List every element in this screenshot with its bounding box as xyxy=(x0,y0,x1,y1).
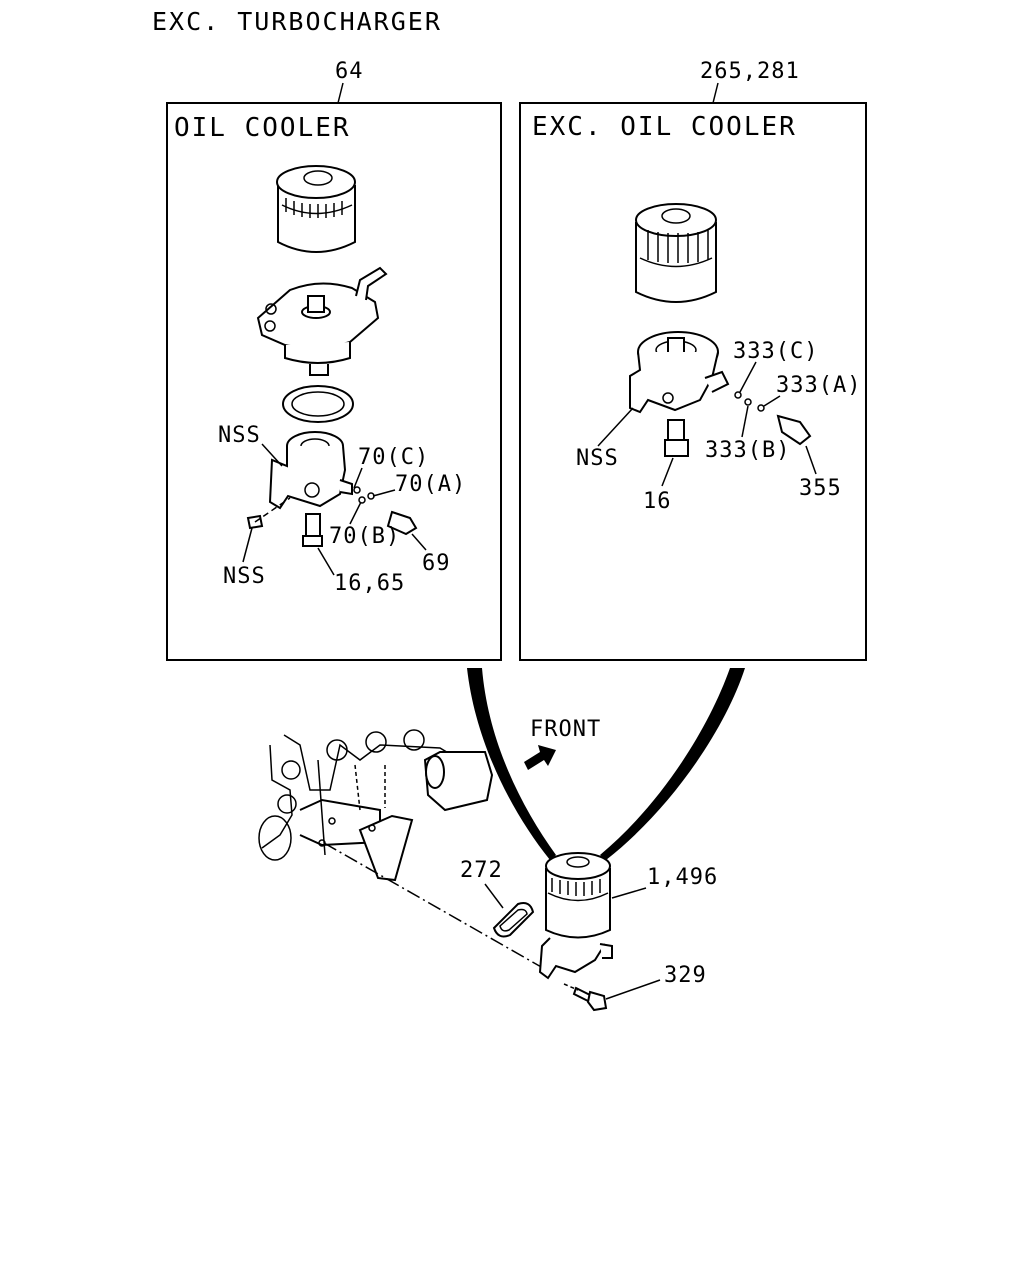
right-box-title: EXC. OIL COOLER xyxy=(532,112,797,142)
gasket-ring-left xyxy=(282,385,354,423)
right-box-ref: 265,281 xyxy=(700,59,800,84)
left-label-nss-top: NSS xyxy=(218,423,261,448)
oil-filter-right xyxy=(635,203,717,303)
small-parts-right xyxy=(664,391,812,457)
leaders-right xyxy=(597,361,817,487)
bolt-329: 329 xyxy=(563,963,707,1012)
front-indicator: FRONT xyxy=(524,717,601,770)
engine-block xyxy=(258,729,494,882)
left-label-70c: 70(C) xyxy=(358,445,429,470)
left-label-70a: 70(A) xyxy=(395,472,466,497)
label-329: 329 xyxy=(664,963,707,988)
right-label-nss: NSS xyxy=(576,446,619,471)
mounting-centerline xyxy=(323,842,544,969)
right-label-333b: 333(B) xyxy=(705,438,790,463)
filter-base-right xyxy=(629,331,730,414)
left-box: 64 OIL COOLER xyxy=(166,59,502,661)
left-box-frame xyxy=(166,102,502,661)
connector-bands xyxy=(467,668,745,860)
oil-filter-main: 1,496 xyxy=(538,852,718,980)
left-label-16-65: 16,65 xyxy=(334,571,405,596)
label-272: 272 xyxy=(460,858,503,883)
front-arrow-icon xyxy=(524,745,556,770)
right-box-ref-leader xyxy=(712,82,719,104)
right-box: 265,281 EXC. OIL COOLER xyxy=(519,59,867,661)
right-label-16: 16 xyxy=(643,489,672,514)
leaders-left xyxy=(242,443,427,576)
front-label: FRONT xyxy=(530,717,601,742)
right-label-333c: 333(C) xyxy=(733,339,818,364)
label-1-496: 1,496 xyxy=(647,865,718,890)
left-label-70b: 70(B) xyxy=(329,524,400,549)
right-label-355: 355 xyxy=(799,476,842,501)
oil-cooler-body xyxy=(256,266,388,376)
filter-base-left xyxy=(268,431,353,510)
left-box-title: OIL COOLER xyxy=(174,113,351,143)
left-box-ref: 64 xyxy=(335,59,364,84)
left-label-nss-bottom: NSS xyxy=(223,564,266,589)
gasket-272: 272 xyxy=(460,858,535,938)
oil-filter-left xyxy=(276,165,356,253)
left-box-ref-leader xyxy=(337,82,344,104)
right-label-333a: 333(A) xyxy=(776,373,861,398)
header-title: EXC. TURBOCHARGER xyxy=(152,7,442,36)
right-box-frame xyxy=(519,102,867,661)
left-label-69: 69 xyxy=(422,551,451,576)
